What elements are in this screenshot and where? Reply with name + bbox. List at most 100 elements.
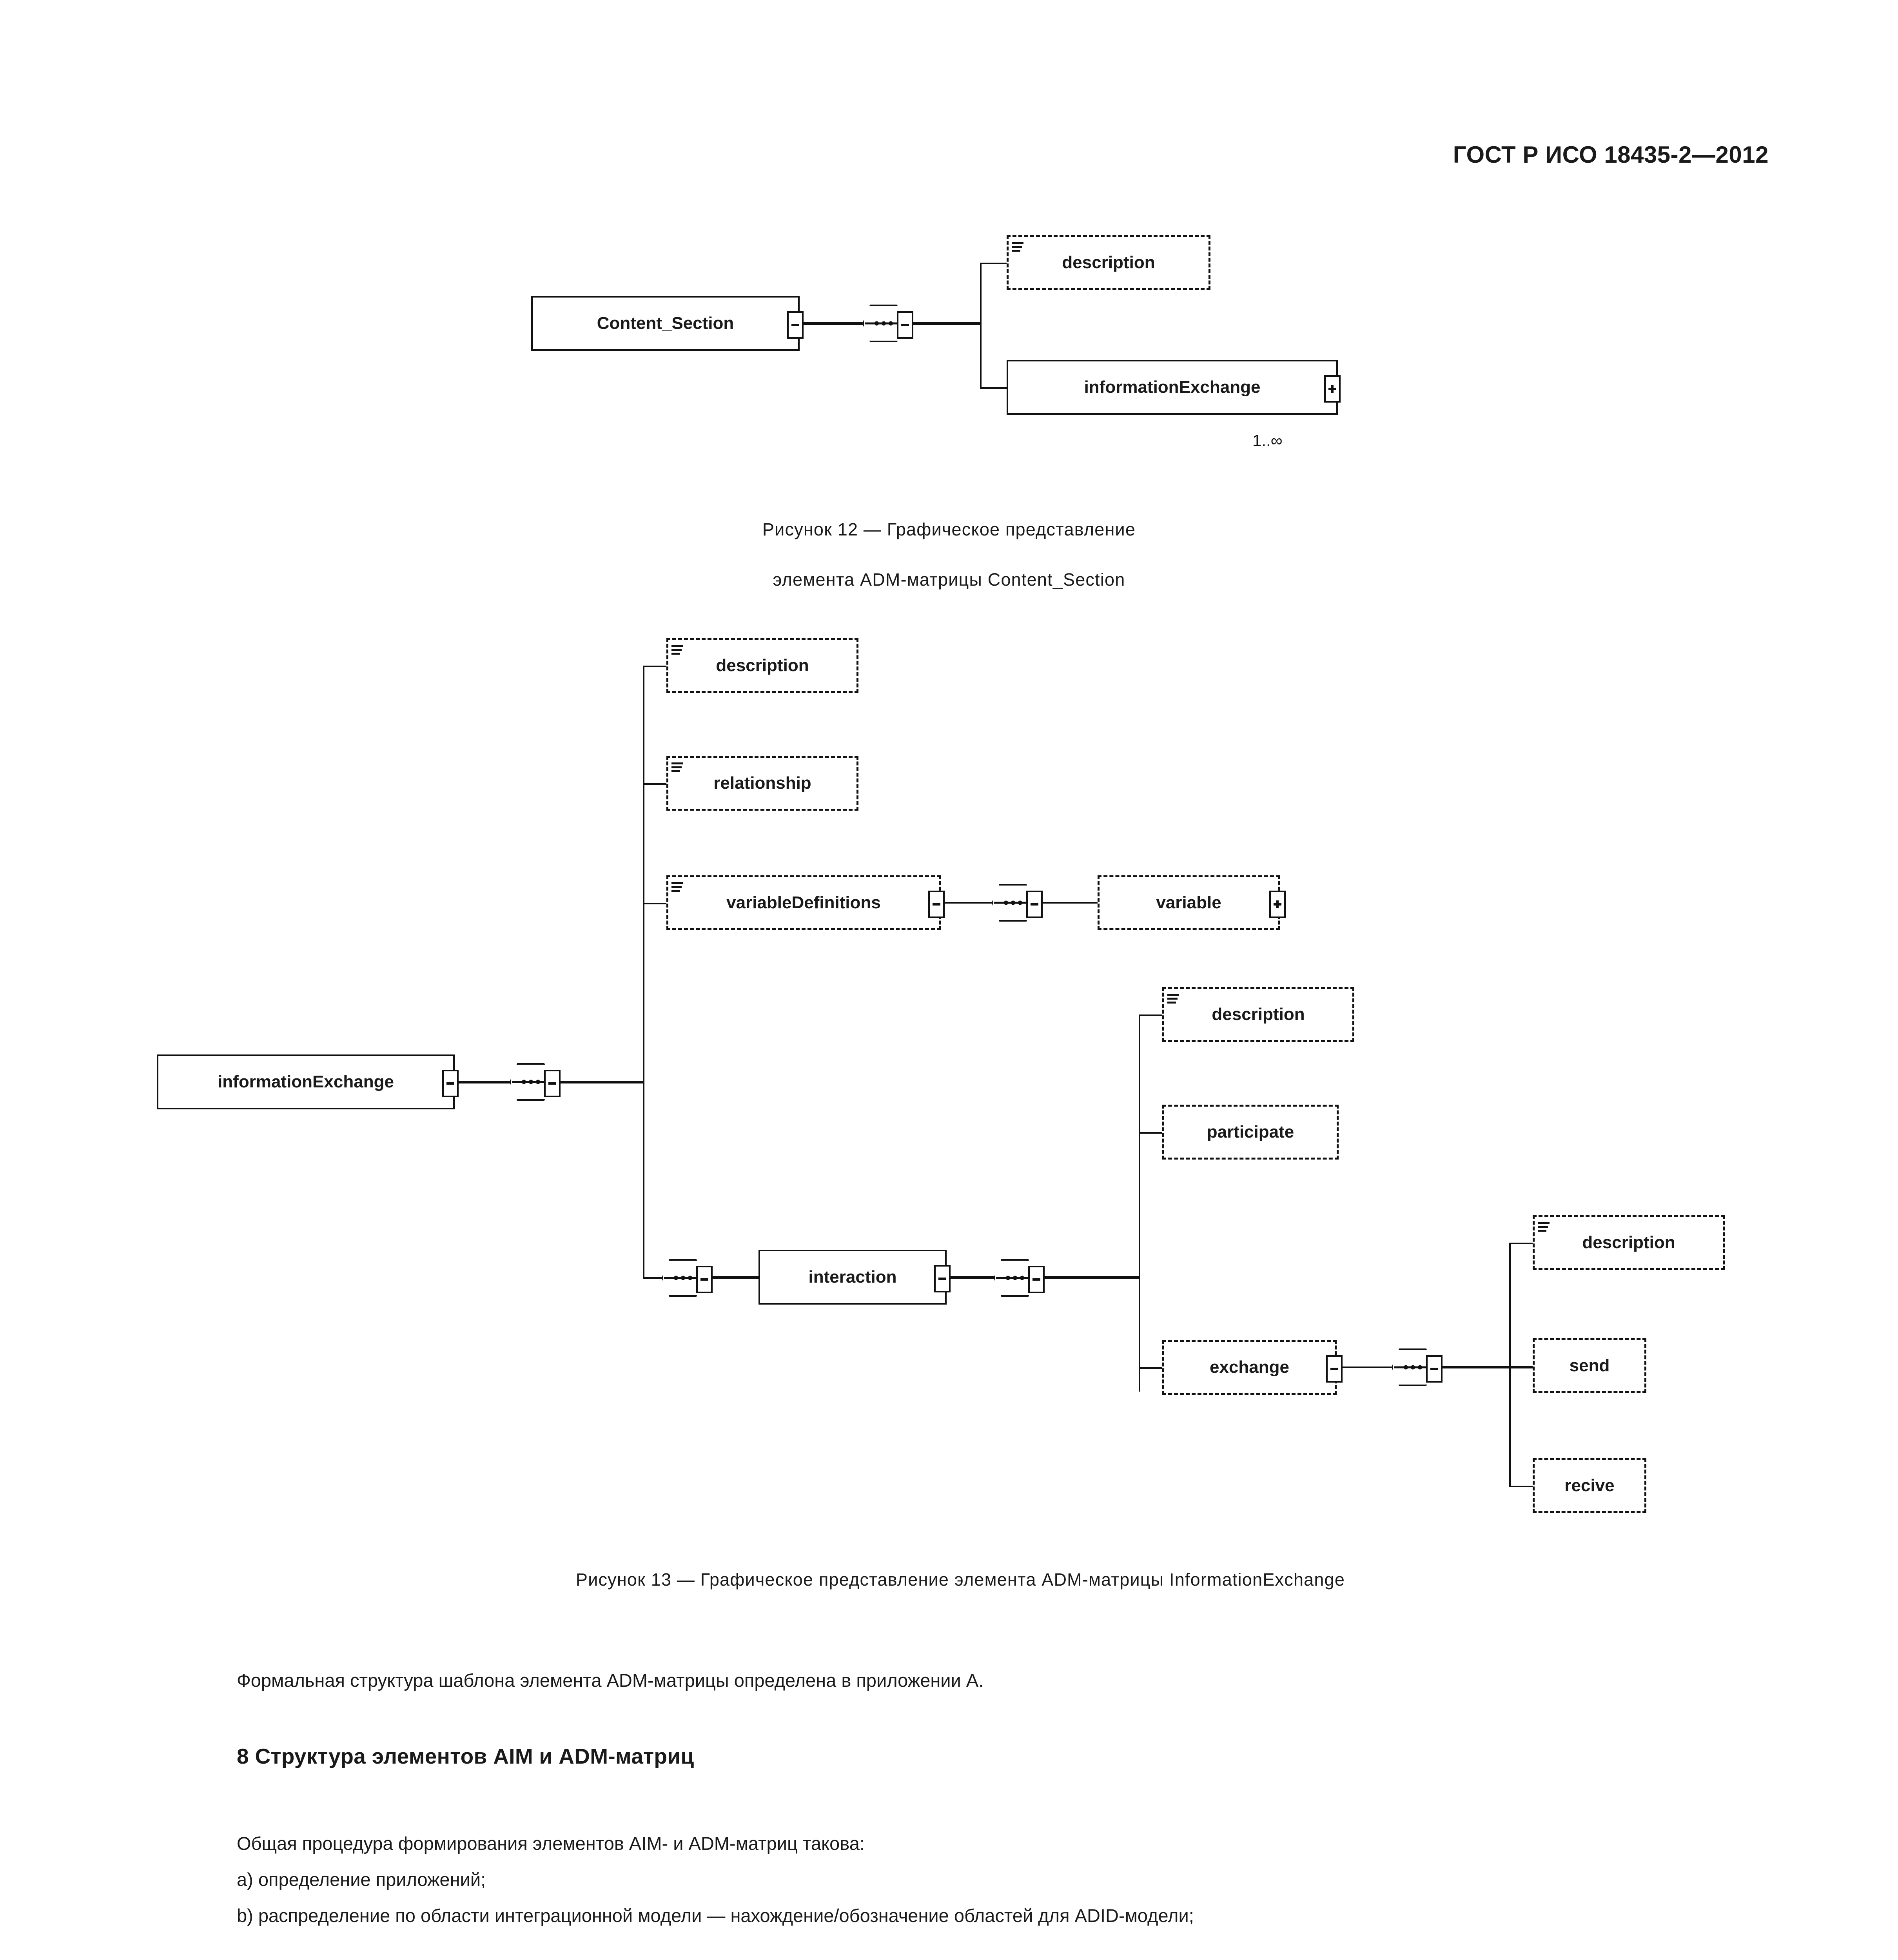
minus-icon: [938, 1278, 946, 1280]
node-recive[interactable]: recive: [1533, 1458, 1646, 1513]
connector-variable-definitions-to-sequence: [942, 902, 993, 904]
figure-12-diagram: Content_Section description informationE…: [0, 0, 1898, 470]
node-root-information-exchange[interactable]: informationExchange: [157, 1054, 456, 1111]
node-exchange-description[interactable]: description: [1533, 1215, 1725, 1270]
minus-icon: [901, 324, 909, 326]
trunk-vertical-exchange-children: [1509, 1243, 1511, 1486]
trunk-vertical-figure12: [980, 263, 982, 389]
node-label: interaction: [808, 1267, 897, 1287]
expander-sequence-before-interaction[interactable]: [696, 1266, 713, 1293]
minus-icon: [1031, 903, 1038, 906]
branch-to-interaction: [643, 1277, 666, 1279]
caption-line-2: элемента ADM-матрицы Content_Section: [773, 569, 1125, 590]
node-interaction[interactable]: interaction: [758, 1250, 948, 1306]
minus-icon: [933, 903, 940, 906]
node-label: Content_Section: [597, 314, 734, 333]
node-level1-description[interactable]: description: [666, 638, 858, 693]
minus-icon: [446, 1082, 454, 1085]
node-label: variableDefinitions: [726, 893, 881, 912]
figure-12-caption: Рисунок 12 — Графическое представление э…: [439, 492, 1459, 592]
node-label: informationExchange: [1084, 377, 1261, 397]
minus-icon: [1430, 1368, 1438, 1370]
branch-to-level1-relationship: [643, 783, 668, 785]
node-label: relationship: [713, 773, 811, 793]
node-label: description: [1062, 253, 1155, 272]
node-exchange[interactable]: exchange: [1162, 1340, 1337, 1395]
connector-root-to-sequence-13: [455, 1081, 510, 1083]
expander-sequence-variable[interactable]: [1026, 891, 1043, 918]
node-participate[interactable]: participate: [1162, 1105, 1339, 1160]
branch-to-recive: [1509, 1486, 1534, 1487]
node-label: informationExchange: [218, 1072, 394, 1091]
connector-interaction-to-sequence: [947, 1276, 994, 1279]
node-label: recive: [1564, 1476, 1615, 1495]
sequence-dots-icon: [994, 1276, 1036, 1280]
occurrence-indicator: 1..∞: [1252, 431, 1283, 450]
expander-variable[interactable]: [1269, 891, 1286, 918]
figure-13-diagram: informationExchange description relation…: [157, 638, 1725, 1513]
node-interaction-description[interactable]: description: [1162, 987, 1354, 1042]
sequence-dots-icon: [1392, 1365, 1434, 1370]
connector-sequence-to-exchange-trunk: [1439, 1366, 1510, 1368]
node-content-section[interactable]: Content_Section: [531, 296, 801, 352]
minus-icon: [791, 324, 799, 326]
branch-to-exchange-description: [1509, 1243, 1534, 1244]
figure-13-caption: Рисунок 13 — Графическое представление э…: [575, 1570, 1345, 1590]
node-level1-relationship[interactable]: relationship: [666, 756, 858, 811]
node-label: description: [1212, 1005, 1305, 1024]
expander-content-section[interactable]: [787, 311, 804, 339]
caption-line-1: Рисунок 12 — Графическое представление: [762, 519, 1136, 539]
expander-exchange[interactable]: [1326, 1355, 1343, 1383]
expander-variable-definitions[interactable]: [928, 891, 945, 918]
node-variable-definitions[interactable]: variableDefinitions: [666, 875, 941, 930]
attributes-icon: [1538, 1222, 1550, 1232]
branch-to-exchange: [1139, 1367, 1164, 1369]
trunk-vertical-level1: [643, 666, 644, 1278]
paragraph-intro: Общая процедура формирования элементов A…: [237, 1833, 865, 1854]
node-variable[interactable]: variable: [1098, 875, 1280, 930]
expander-sequence-root-13[interactable]: [544, 1070, 561, 1097]
connector-sequence-to-trunk-13: [557, 1081, 644, 1083]
sequence-dots-icon: [862, 321, 905, 326]
node-description[interactable]: description: [1007, 235, 1210, 290]
node-label: participate: [1207, 1122, 1294, 1142]
branch-to-interaction-description: [1139, 1014, 1164, 1016]
expander-sequence-figure12[interactable]: [897, 311, 913, 339]
branch-to-information-exchange: [980, 387, 1008, 389]
expander-information-exchange[interactable]: [1324, 375, 1341, 403]
node-label: exchange: [1210, 1357, 1289, 1377]
node-label: variable: [1156, 893, 1221, 912]
sequence-dots-icon: [510, 1080, 552, 1084]
expander-sequence-interaction-children[interactable]: [1028, 1266, 1045, 1293]
expander-interaction[interactable]: [934, 1265, 951, 1292]
branch-to-send: [1509, 1366, 1534, 1368]
attributes-icon: [1012, 242, 1023, 252]
branch-to-description: [980, 263, 1008, 264]
expander-root-information-exchange[interactable]: [442, 1070, 459, 1097]
section-heading-8: 8 Структура элементов AIM и ADM-матриц: [237, 1744, 694, 1768]
plus-icon-vertical: [1276, 900, 1279, 908]
attributes-icon: [1167, 994, 1179, 1004]
node-label: description: [716, 656, 809, 675]
sequence-dots-icon: [992, 900, 1034, 905]
list-item-a: a) определение приложений;: [237, 1869, 486, 1890]
paragraph-formal-structure: Формальная структура шаблона элемента AD…: [237, 1670, 984, 1691]
sequence-dots-icon: [662, 1276, 704, 1280]
connector-sequence-to-variable: [1040, 902, 1098, 904]
node-send[interactable]: send: [1533, 1338, 1646, 1393]
connector-exchange-to-sequence: [1339, 1367, 1392, 1368]
attributes-icon: [671, 882, 683, 892]
attributes-icon: [671, 645, 683, 655]
connector-to-interaction-trunk: [1042, 1276, 1140, 1279]
branch-to-participate: [1139, 1132, 1164, 1134]
branch-to-level1-description: [643, 666, 668, 667]
list-item-b: b) распределение по области интеграционн…: [237, 1905, 1194, 1926]
minus-icon: [548, 1082, 556, 1085]
node-label: description: [1582, 1233, 1675, 1252]
page-header-standard-id: ГОСТ Р ИСО 18435-2—2012: [1453, 142, 1769, 168]
expander-sequence-exchange[interactable]: [1426, 1355, 1443, 1383]
node-label: send: [1569, 1356, 1610, 1375]
connector-sequence-to-trunk: [910, 322, 981, 325]
plus-icon-vertical: [1331, 385, 1334, 393]
attributes-icon: [671, 762, 683, 773]
